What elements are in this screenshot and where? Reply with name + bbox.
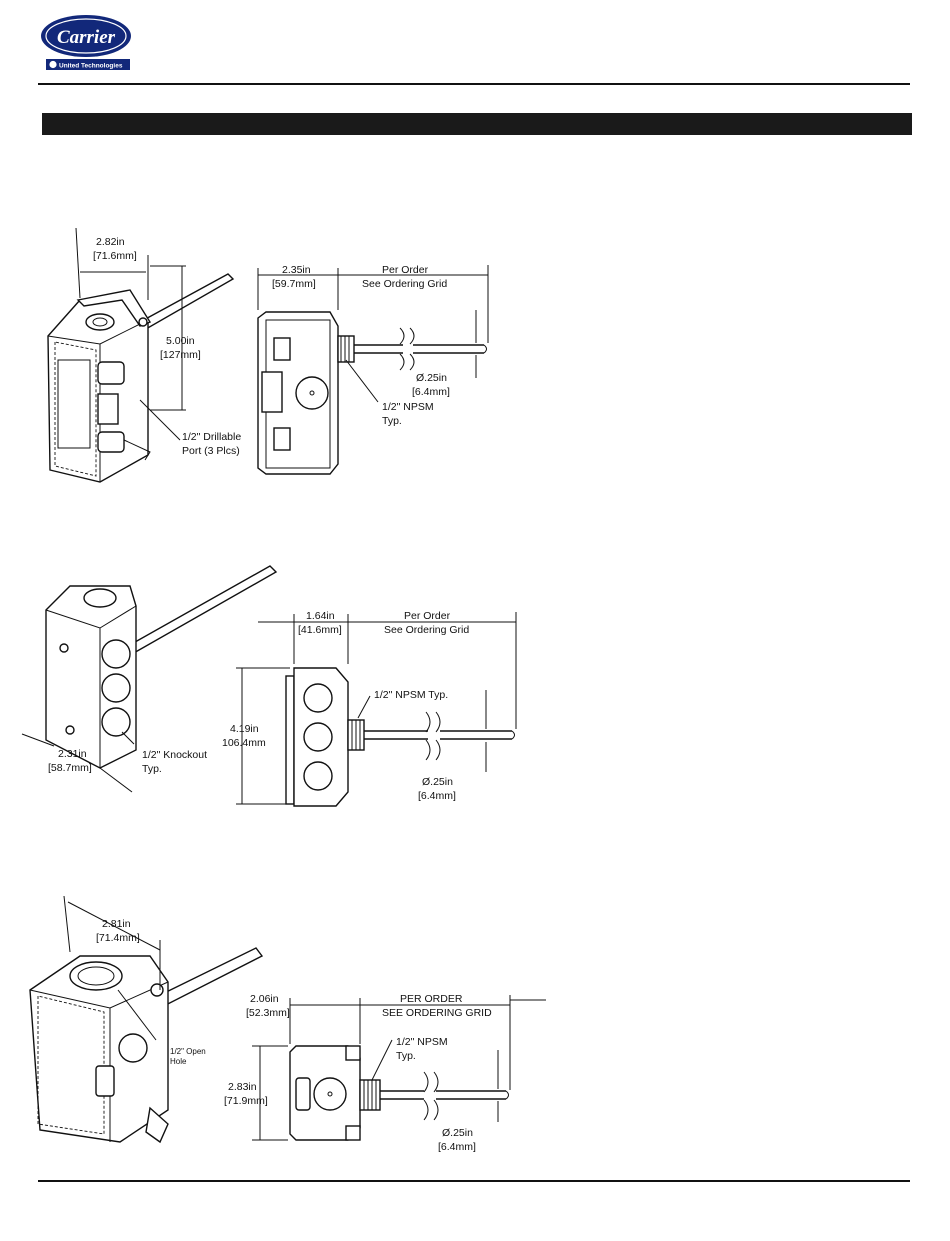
fig3-npsm-2: Typ. [396,1050,416,1062]
fig2-height-mm: 106.4mm [222,737,266,749]
fig3-iso-view [29,895,264,1144]
fig2-width-in: 2.31in [58,748,87,760]
fig1-iso-view [47,227,235,483]
fig1-dia-in: Ø.25in [416,372,447,384]
fig1-order-2: See Ordering Grid [362,278,447,290]
fig2-width-mm: [58.7mm] [48,762,92,774]
fig2-height-in: 4.19in [230,723,259,735]
fig1-npsm-1: 1/2" NPSM [382,401,434,413]
fig3-hole-1: 1/2" Open [170,1047,206,1056]
fig3-dia-mm: [6.4mm] [438,1141,476,1153]
fig3-side-view [252,995,546,1141]
fig3-height-in: 2.83in [228,1081,257,1093]
fig3-side-in: 2.06in [250,993,279,1005]
fig1-side-in: 2.35in [282,264,311,276]
fig1-port-label: 1/2" Drillable [182,431,241,443]
fig2-dia-mm: [6.4mm] [418,790,456,802]
fig1-width-mm: [71.6mm] [93,250,137,262]
fig3-dia-in: Ø.25in [442,1127,473,1139]
fig2-knockout-1: 1/2" Knockout [142,749,207,761]
header-rule [38,83,910,85]
fig3-width-mm: [71.4mm] [96,932,140,944]
fig2-side-mm: [41.6mm] [298,624,342,636]
fig2-side-in: 1.64in [306,610,335,622]
fig1-side-view [257,265,489,475]
fig2-order-1: Per Order [404,610,451,622]
fig1-side-mm: [59.7mm] [272,278,316,290]
fig2-npsm: 1/2" NPSM Typ. [374,689,448,701]
fig3-width-in: 2.81in [102,918,131,930]
fig3-hole-2: Hole [170,1057,187,1066]
fig3-side-mm: [52.3mm] [246,1007,290,1019]
fig3-order-1: PER ORDER [400,993,463,1005]
fig2-order-2: See Ordering Grid [384,624,469,636]
logo-wordmark: Carrier [57,27,116,48]
fig1-width-in: 2.82in [96,236,125,248]
fig2-iso-view [21,565,278,793]
fig1-height-in: 5.00in [166,335,195,347]
section-title-bar [42,113,912,135]
fig1-order-1: Per Order [382,264,429,276]
fig2-side-view [236,612,517,807]
carrier-logo: Carrier United Technologies [41,15,131,70]
fig2-knockout-2: Typ. [142,763,162,775]
fig1-port-label-2: Port (3 Plcs) [182,445,240,457]
fig3-height-mm: [71.9mm] [224,1095,268,1107]
fig3-order-2: SEE ORDERING GRID [382,1007,492,1019]
fig1-npsm-2: Typ. [382,415,402,427]
fig1-height-mm: [127mm] [160,349,201,361]
fig1-dia-mm: [6.4mm] [412,386,450,398]
footer-rule [38,1180,910,1182]
logo-tagline: United Technologies [59,63,123,70]
fig3-npsm-1: 1/2" NPSM [396,1036,448,1048]
fig2-dia-in: Ø.25in [422,776,453,788]
